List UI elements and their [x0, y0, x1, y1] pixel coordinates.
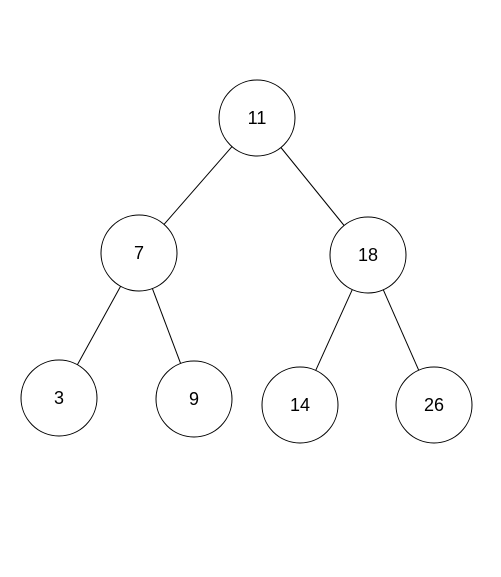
node-label: 9 — [189, 389, 199, 409]
tree-node-11: 11 — [218, 79, 296, 157]
node-circle — [395, 366, 473, 444]
node-circle — [155, 360, 233, 438]
node-label: 18 — [358, 245, 378, 265]
tree-edges — [76, 146, 420, 371]
tree-node-18: 18 — [329, 216, 407, 294]
edge-n11-n7 — [163, 146, 233, 225]
tree-node-14: 14 — [261, 366, 339, 444]
node-circle — [20, 359, 98, 437]
tree-node-26: 26 — [395, 366, 473, 444]
tree-node-7: 7 — [100, 214, 178, 292]
tree-nodes: 11 7 18 3 9 14 26 — [20, 79, 473, 444]
edge-n18-n26 — [382, 289, 420, 371]
edge-n11-n18 — [280, 147, 345, 226]
node-circle — [329, 216, 407, 294]
node-label: 7 — [134, 243, 144, 263]
tree-node-9: 9 — [155, 360, 233, 438]
node-circle — [100, 214, 178, 292]
node-label: 3 — [54, 388, 64, 408]
node-circle — [218, 79, 296, 157]
node-label: 26 — [424, 395, 444, 415]
edge-n7-n3 — [76, 286, 122, 365]
node-label: 14 — [290, 395, 310, 415]
edge-n18-n14 — [315, 289, 353, 371]
edge-n7-n9 — [151, 288, 182, 364]
node-circle — [261, 366, 339, 444]
tree-node-3: 3 — [20, 359, 98, 437]
node-label: 11 — [248, 108, 267, 128]
